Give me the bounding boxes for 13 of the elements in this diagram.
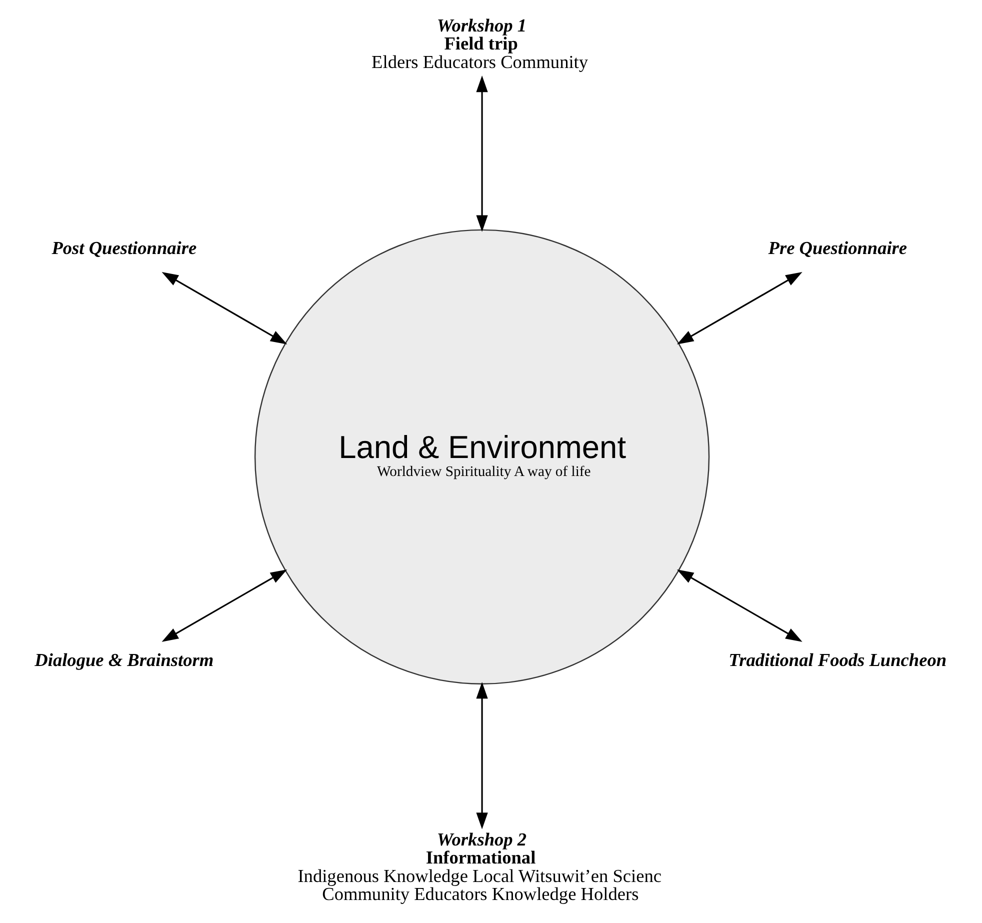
node-text: Pre Questionnaire xyxy=(768,238,907,258)
node-text: Post Questionnaire xyxy=(51,238,196,258)
node-text: Workshop 2 Informational Indigenous Knowledge Local Witsuwit’en Scienc Community Educators Knowledge Holders xyxy=(297,829,661,904)
arrow xyxy=(476,75,488,232)
node-text: Workshop 1 Field trip Elders Educators Community xyxy=(371,15,588,72)
arrow xyxy=(476,682,488,830)
node-text: Traditional Foods Luncheon xyxy=(728,650,946,670)
arrow xyxy=(161,272,287,344)
arrow xyxy=(161,569,287,642)
arrow xyxy=(676,569,802,642)
arrow xyxy=(676,272,802,344)
node-circle: Land & Environment Worldview Spirituality A way of life xyxy=(254,229,710,684)
node-text: Dialogue & Brainstorm xyxy=(34,650,214,670)
